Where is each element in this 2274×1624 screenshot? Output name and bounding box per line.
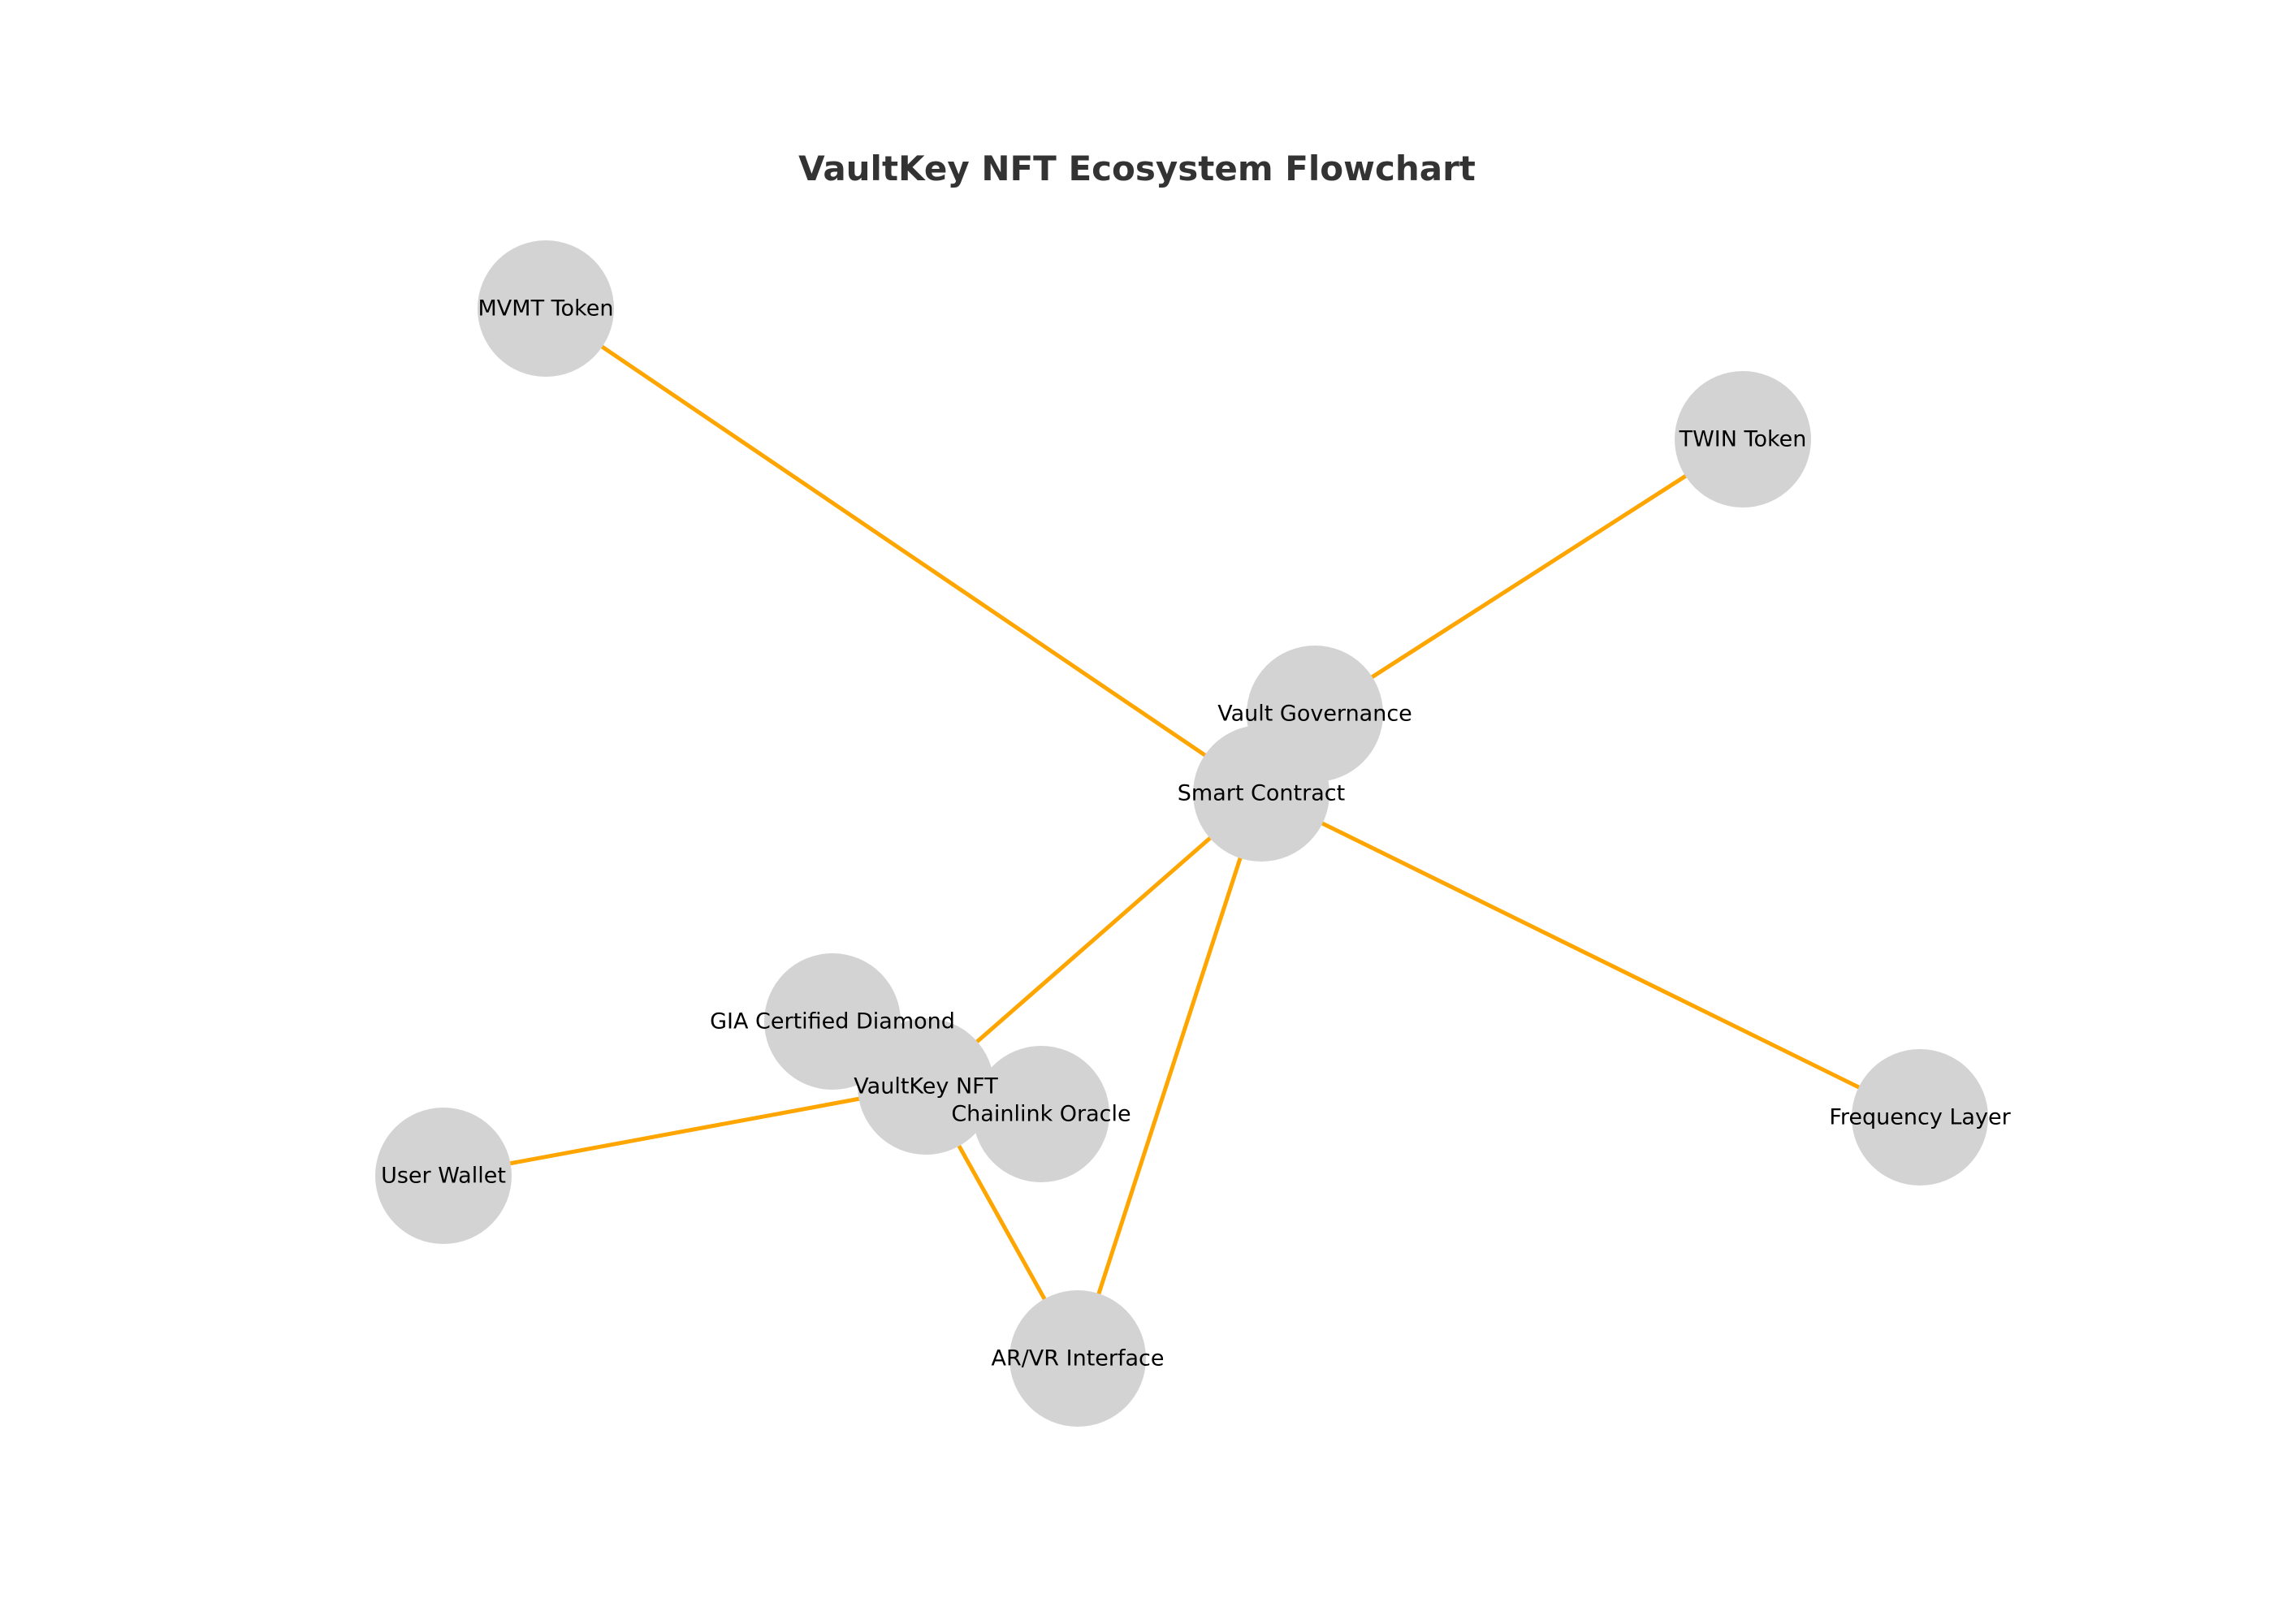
node-layer xyxy=(375,240,1988,1427)
node-label-oracle: Chainlink Oracle xyxy=(951,1102,1131,1127)
node-label-twin: TWIN Token xyxy=(1679,427,1807,452)
node-contract xyxy=(1193,725,1329,862)
node-label-contract: Smart Contract xyxy=(1178,781,1345,806)
node-twin xyxy=(1675,371,1811,508)
node-label-mvmt: MVMT Token xyxy=(478,296,614,322)
node-label-frequency: Frequency Layer xyxy=(1829,1105,2011,1130)
chart-title: VaultKey NFT Ecosystem Flowchart xyxy=(798,149,1476,188)
node-label-arvr: AR/VR Interface xyxy=(991,1346,1164,1371)
edge-contract-arvr xyxy=(1075,793,1264,1359)
edge-twin-governance xyxy=(1313,437,1744,716)
edge-wallet-vaultkey xyxy=(443,1084,927,1178)
node-frequency xyxy=(1852,1049,1988,1186)
node-label-wallet: User Wallet xyxy=(381,1164,506,1189)
node-vaultkey xyxy=(858,1018,994,1155)
node-label-governance: Vault Governance xyxy=(1217,702,1412,727)
node-oracle xyxy=(973,1046,1109,1182)
node-arvr xyxy=(1009,1290,1146,1427)
node-wallet xyxy=(375,1108,512,1244)
node-label-gia: GIA Certified Diamond xyxy=(710,1009,955,1034)
edge-contract-vaultkey xyxy=(924,792,1263,1088)
node-label-vaultkey: VaultKey NFT xyxy=(854,1074,998,1099)
edge-contract-frequency xyxy=(1260,791,1922,1120)
edge-mvmt-contract xyxy=(544,306,1263,796)
node-mvmt xyxy=(478,240,614,377)
